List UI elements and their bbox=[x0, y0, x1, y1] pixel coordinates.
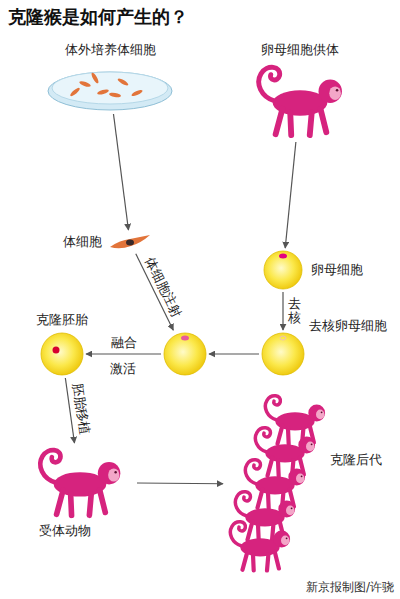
process-arrow bbox=[209, 353, 259, 354]
arrow-label: 去核 bbox=[288, 297, 301, 326]
arrow-label: 融合 bbox=[111, 335, 137, 351]
caption: 新京报制图/许骁 bbox=[306, 580, 394, 594]
enucleated-oocyte-shape bbox=[261, 332, 305, 376]
donor-monkey-shape bbox=[245, 62, 355, 140]
injected-oocyte bbox=[163, 332, 207, 376]
step-label: 激活 bbox=[110, 361, 136, 377]
process-arrow bbox=[282, 292, 283, 330]
arrow-label: 胚胎移植 bbox=[69, 382, 92, 436]
somatic-cell: 体细胞 bbox=[108, 232, 152, 252]
process-arrow bbox=[113, 114, 128, 230]
petri-dish-shape bbox=[45, 62, 175, 112]
node-label: 卵母细胞供体 bbox=[261, 42, 339, 58]
node-label: 克隆胚胎 bbox=[36, 312, 88, 328]
donor-monkey: 卵母细胞供体 bbox=[245, 62, 355, 140]
node-label: 受体动物 bbox=[39, 523, 91, 539]
recipient-monkey-shape bbox=[25, 445, 135, 520]
node-label: 体细胞 bbox=[63, 234, 102, 250]
oocyte-shape bbox=[263, 250, 303, 290]
process-arrow bbox=[86, 353, 161, 354]
process-arrow bbox=[137, 482, 223, 484]
oocyte: 卵母细胞 bbox=[263, 250, 303, 290]
title: 克隆猴是如何产生的？ bbox=[8, 6, 188, 28]
node-label: 克隆后代 bbox=[330, 452, 382, 468]
node-label: 卵母细胞 bbox=[311, 262, 363, 278]
process-arrow bbox=[285, 142, 296, 248]
node-label: 体外培养体细胞 bbox=[65, 42, 156, 58]
node-label: 去核卵母细胞 bbox=[309, 318, 387, 334]
petri-dish: 体外培养体细胞 bbox=[45, 62, 175, 112]
arrow-label: 体细胞注射 bbox=[142, 255, 185, 320]
cloned-embryo-shape bbox=[40, 332, 84, 376]
recipient-monkey: 受体动物 bbox=[25, 445, 135, 520]
cloned-embryo: 克隆胚胎 bbox=[40, 332, 84, 376]
somatic-cell-shape bbox=[108, 232, 152, 252]
cloned-offspring-shape bbox=[225, 392, 390, 577]
injected-oocyte-shape bbox=[163, 332, 207, 376]
enucleated-oocyte: 去核卵母细胞 bbox=[261, 332, 305, 376]
cloned-offspring: 克隆后代 bbox=[225, 392, 390, 577]
